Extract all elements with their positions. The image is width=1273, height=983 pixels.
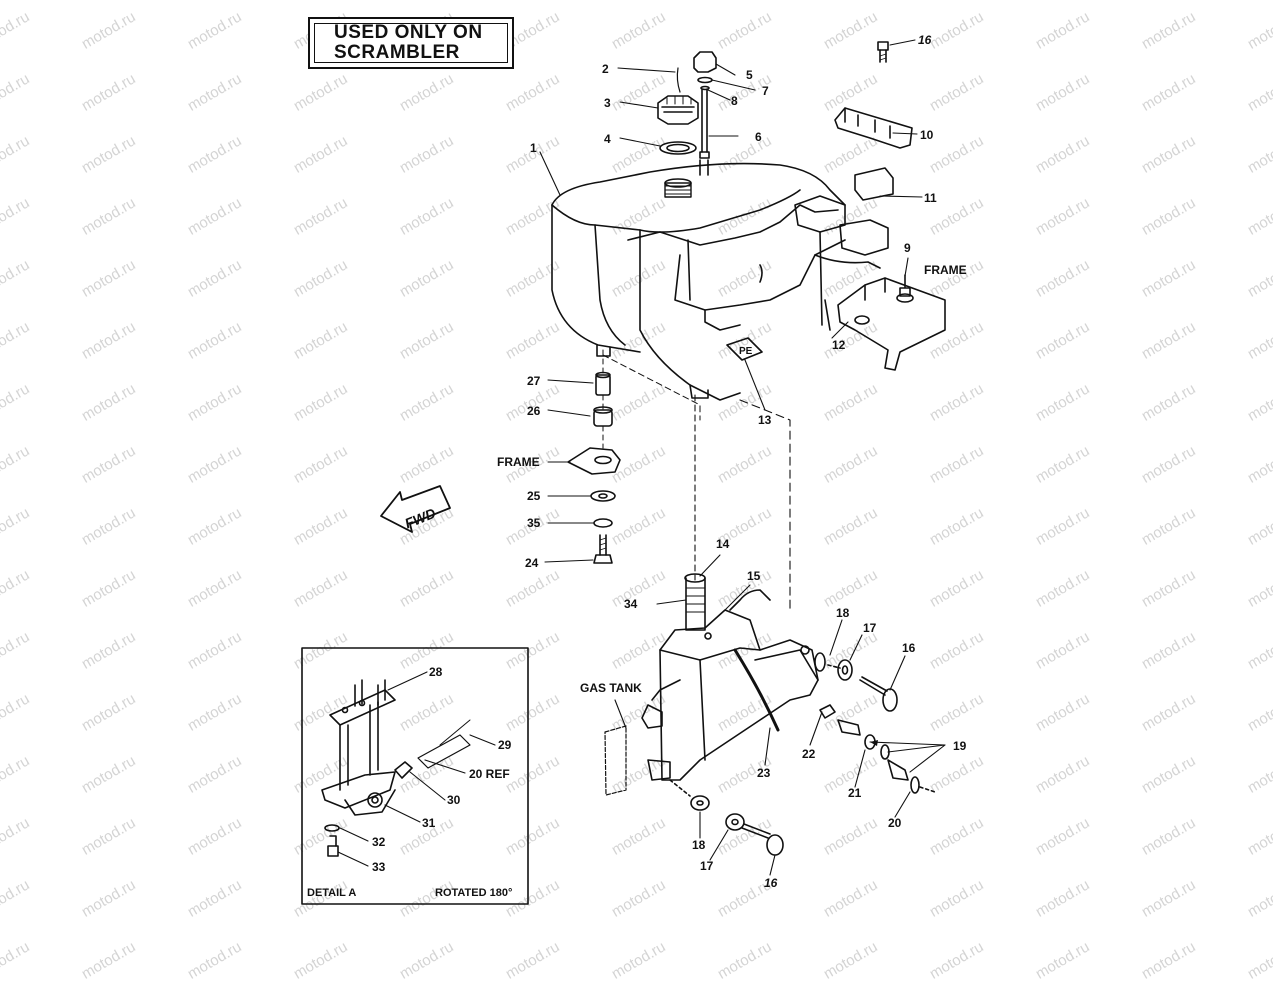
fwd-arrow xyxy=(380,485,451,533)
label-18-upper: 18 xyxy=(836,606,850,620)
svg-text:PE: PE xyxy=(739,346,753,357)
label-2: 2 xyxy=(602,62,609,76)
scrambler-notice-box: USED ONLY ON SCRAMBLER xyxy=(308,17,514,69)
label-frame-left: FRAME xyxy=(497,455,540,469)
label-frame-top: FRAME xyxy=(924,263,967,277)
label-detail-a: DETAIL A xyxy=(307,887,356,899)
label-16-mid: 16 xyxy=(902,641,916,655)
label-6: 6 xyxy=(755,130,762,144)
label-15: 15 xyxy=(747,569,761,583)
label-12: 12 xyxy=(832,338,846,352)
label-31: 31 xyxy=(422,816,436,830)
label-21: 21 xyxy=(848,786,862,800)
label-25: 25 xyxy=(527,489,541,503)
diagram-drawing: PE xyxy=(301,33,967,905)
label-20: 20 xyxy=(888,816,902,830)
label-17-lower: 17 xyxy=(700,859,714,873)
fastener-set-lower-right xyxy=(819,704,936,794)
label-32: 32 xyxy=(372,835,386,849)
label-28: 28 xyxy=(429,665,443,679)
label-rotated: ROTATED 180° xyxy=(435,887,512,899)
label-7: 7 xyxy=(762,84,769,98)
callout-labels: 2 3 4 1 5 7 8 6 16 10 11 9 FRAME 12 13 2… xyxy=(307,33,967,899)
label-19: 19 xyxy=(953,739,967,753)
scrambler-notice-line1: USED ONLY ON xyxy=(334,22,483,43)
label-26: 26 xyxy=(527,404,541,418)
label-27: 27 xyxy=(527,374,541,388)
label-5: 5 xyxy=(746,68,753,82)
label-8: 8 xyxy=(731,94,738,108)
label-34: 34 xyxy=(624,597,638,611)
label-14: 14 xyxy=(716,537,730,551)
label-4: 4 xyxy=(604,132,611,146)
label-gas-tank: GAS TANK xyxy=(580,681,642,695)
scrambler-notice-line2: SCRAMBLER xyxy=(334,42,460,63)
label-18-lower: 18 xyxy=(692,838,706,852)
mount-stack xyxy=(567,349,621,564)
label-33: 33 xyxy=(372,860,386,874)
label-17-upper: 17 xyxy=(863,621,877,635)
label-3: 3 xyxy=(604,96,611,110)
label-9: 9 xyxy=(904,241,911,255)
label-16-top: 16 xyxy=(918,33,932,47)
label-16-lower: 16 xyxy=(764,876,778,890)
gas-tank-body: PE xyxy=(551,159,889,401)
label-1: 1 xyxy=(530,141,537,155)
detail-a-box xyxy=(301,647,529,905)
filler-cap-assembly xyxy=(657,41,913,201)
fastener-set-lower xyxy=(669,779,784,856)
label-fwd: FWD xyxy=(402,505,438,532)
gas-tank-panel xyxy=(604,725,627,796)
label-20-ref: 20 REF xyxy=(469,767,510,781)
label-35: 35 xyxy=(527,516,541,530)
label-24: 24 xyxy=(525,556,539,570)
label-10: 10 xyxy=(920,128,934,142)
label-30: 30 xyxy=(447,793,461,807)
frame-right xyxy=(837,274,946,371)
label-11: 11 xyxy=(924,191,937,205)
label-13: 13 xyxy=(758,413,772,427)
label-29: 29 xyxy=(498,738,512,752)
leader-lines xyxy=(337,39,946,876)
scrambler-notice-inner-border xyxy=(314,23,508,63)
label-23: 23 xyxy=(757,766,771,780)
label-22: 22 xyxy=(802,747,816,761)
fastener-set-upper xyxy=(814,652,898,712)
